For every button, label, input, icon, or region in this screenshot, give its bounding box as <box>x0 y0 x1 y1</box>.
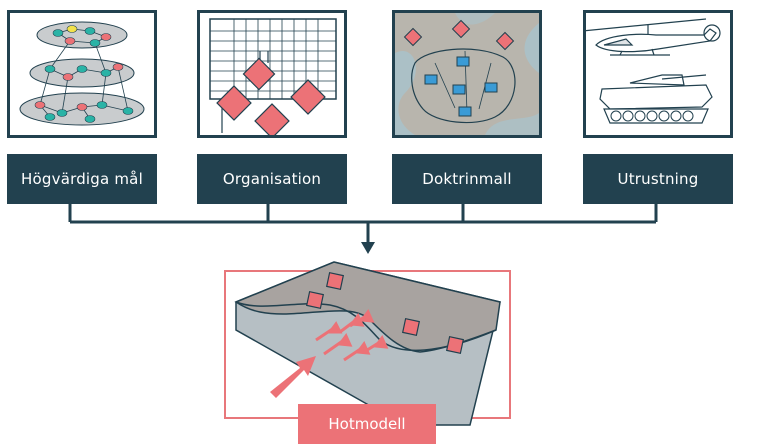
threat-marker <box>305 290 325 310</box>
doctrine-template-illustration <box>392 10 542 138</box>
label-doctrine-template: Doktrinmall <box>392 154 542 204</box>
down-arrow-icon <box>361 242 375 254</box>
threat-marker <box>401 317 421 337</box>
terrain-map-icon <box>395 13 539 135</box>
helicopter-tank-icon <box>586 18 721 124</box>
label-organisation: Organisation <box>197 154 347 204</box>
high-value-targets-illustration <box>7 10 157 138</box>
org-chart-icon <box>209 18 337 135</box>
threat-marker <box>445 335 465 355</box>
threat-marker <box>325 271 345 291</box>
organisation-illustration <box>197 10 347 138</box>
label-high-value-targets: Högvärdiga mål <box>7 154 157 204</box>
label-equipment: Utrustning <box>583 154 733 204</box>
main-thrust-arrow <box>270 356 316 398</box>
network-layers-icon <box>19 21 145 126</box>
equipment-illustration <box>583 10 733 138</box>
label-threat-model: Hotmodell <box>298 404 436 444</box>
